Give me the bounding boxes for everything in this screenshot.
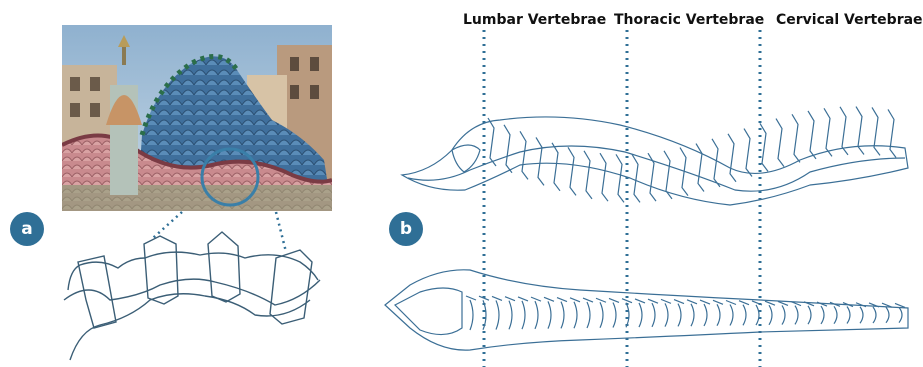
vertebra-segment (552, 143, 560, 191)
vertebra-segment (824, 108, 832, 156)
vertebra-segment (600, 153, 608, 201)
vertebra-segment (674, 300, 684, 327)
vertebra-segment (744, 129, 752, 177)
vertebra-segment (808, 111, 816, 159)
vertebra-segment (518, 297, 528, 329)
vertebra-segment (648, 299, 658, 327)
vertebra-segment (536, 137, 544, 185)
vertebra-segment (557, 298, 567, 329)
vertebra-segment (687, 300, 697, 326)
vertebra-segment (700, 300, 710, 326)
vertebra-segment (616, 154, 624, 202)
vertebra-segment (792, 114, 800, 162)
spine-side-view (402, 117, 908, 205)
connector-left (153, 212, 182, 238)
vertebra-segment (765, 301, 775, 325)
vertebra-segment (492, 296, 502, 329)
vertebra-segment (726, 301, 736, 326)
vertebra-segment (531, 297, 541, 329)
spine-side-ribs (488, 107, 896, 203)
vertebra-segment (712, 139, 720, 187)
vertebra-segment (635, 299, 645, 327)
spine-top-view (385, 270, 908, 350)
vertebra-segment (830, 302, 840, 323)
vertebra-segment (752, 301, 762, 325)
vertebra-segment (544, 297, 554, 328)
vertebra-segment (596, 298, 606, 328)
vertebra-segment (791, 302, 801, 325)
vertebra-segment (583, 298, 593, 328)
vertebra-segment (778, 301, 788, 324)
vertebra-segment (817, 302, 827, 324)
vertebra-segment (872, 107, 880, 155)
vertebra-segment (728, 134, 736, 182)
vertebra-segment (504, 125, 512, 173)
vertebra-segment (804, 302, 814, 324)
vertebra-segment (856, 107, 864, 155)
vertebra-segment (570, 298, 580, 328)
vertebra-segment (466, 296, 476, 330)
vertebra-segment (488, 118, 496, 166)
connector-right (276, 212, 286, 252)
vertebra-segment (648, 153, 656, 201)
vertebra-segment (895, 303, 905, 322)
vertebra-segment (609, 298, 619, 327)
vertebra-segment (696, 144, 704, 192)
vertebra-segment (888, 109, 896, 157)
vertebra-segment (505, 297, 515, 330)
vertebra-segment (713, 300, 723, 325)
vertebra-segment (632, 154, 640, 202)
vertebra-segment (584, 151, 592, 199)
vertebra-segment (843, 303, 853, 324)
vertebra-segment (739, 301, 749, 326)
vertebra-segment (520, 131, 528, 179)
vertebra-segment (568, 147, 576, 195)
roof-line-drawing (64, 232, 320, 360)
vertebra-segment (776, 119, 784, 167)
vertebra-segment (622, 299, 632, 328)
vertebra-segment (661, 299, 671, 326)
spine-top-segments (466, 296, 905, 330)
